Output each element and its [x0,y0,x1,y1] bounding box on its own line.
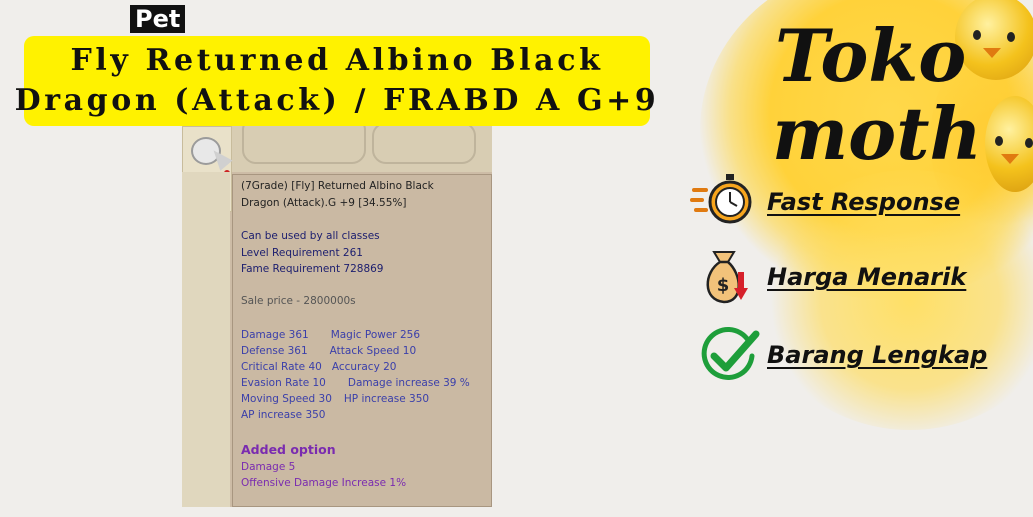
feature-harga-menarik: Harga Menarik [767,263,967,291]
stopwatch-icon [690,174,752,224]
stat-row: Moving Speed 30 HP increase 350 [241,393,429,406]
product-title-line1: Fly Returned Albino Black [70,43,604,78]
brand-name-line1: Toko [775,13,967,98]
game-background [182,126,492,172]
stat-left: Damage 361 [241,329,309,341]
stat-row: AP increase 350 [241,409,326,422]
stat-left: Evasion Rate 10 [241,377,326,389]
checkmark-icon [701,326,760,380]
stat-row: Damage 361 Magic Power 256 [241,329,420,342]
stat-right: Accuracy 20 [331,361,397,373]
svg-text:$: $ [717,275,730,296]
added-option-item: Damage 5 [241,461,296,473]
game-screenshot: (7Grade) [Fly] Returned Albino Black Dra… [182,126,492,507]
sale-price: Sale price - 2800000s [241,295,356,307]
stat-right: HP increase 350 [343,393,430,405]
stat-right: Damage increase 39 % [347,377,470,389]
stat-left: AP increase 350 [241,409,326,421]
added-option-title: Added option [241,442,336,457]
stat-left: Defense 361 [241,345,308,357]
stat-row: Critical Rate 40 Accuracy 20 [241,361,396,374]
stat-row: Defense 361 Attack Speed 10 [241,345,416,358]
stat-left: Moving Speed 30 [241,393,332,405]
inventory-strip [182,172,230,507]
chick-mascot-icon [985,96,1033,192]
chick-mascot-icon [955,0,1033,80]
brand-name-line2: moth [772,91,982,176]
category-tag: Pet [130,5,186,33]
stat-right: Magic Power 256 [330,329,420,341]
usable-text: Can be used by all classes [241,230,380,242]
stat-row: Evasion Rate 10 Damage increase 39 % [241,377,470,390]
product-title-banner: Fly Returned Albino Black Dragon (Attack… [15,36,656,126]
feature-fast-response: Fast Response [767,188,961,216]
item-name-line1: (7Grade) [Fly] Returned Albino Black [241,180,434,192]
product-title-line2: Dragon (Attack) / FRABD A G+9 [14,83,660,118]
level-requirement: Level Requirement 261 [241,247,363,259]
item-name-line2: Dragon (Attack).G +9 [34.55%] [241,197,407,209]
fame-requirement: Fame Requirement 728869 [241,263,384,275]
pet-icon [191,137,221,165]
stat-right: Attack Speed 10 [329,345,417,357]
money-bag-icon: $ [706,251,748,304]
item-tooltip: (7Grade) [Fly] Returned Albino Black Dra… [232,174,492,507]
feature-barang-lengkap: Barang Lengkap [767,341,988,369]
stat-left: Critical Rate 40 [241,361,322,373]
added-option-item: Offensive Damage Increase 1% [241,477,407,489]
